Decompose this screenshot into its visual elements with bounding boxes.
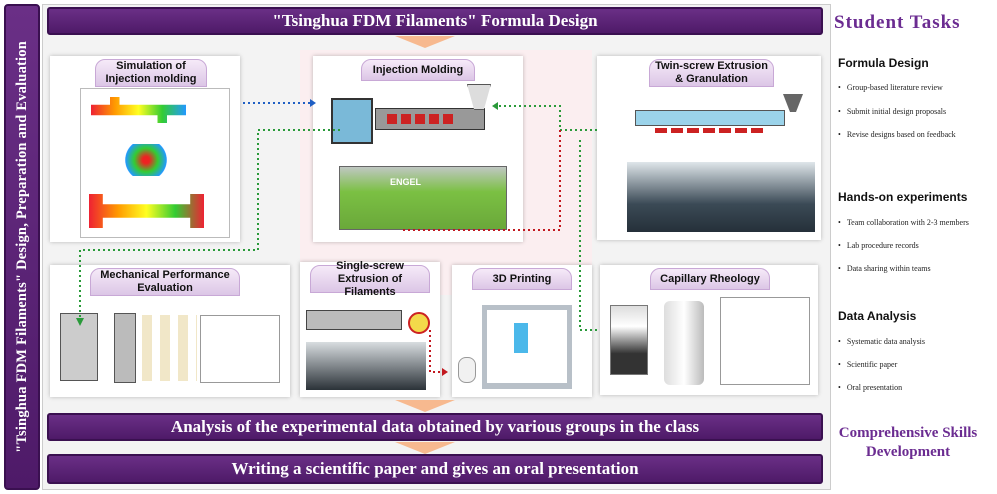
single-to-printing-line bbox=[429, 330, 442, 373]
panel-rheology: Capillary Rheology bbox=[600, 265, 818, 395]
printer-frame bbox=[482, 305, 572, 389]
capillary-die bbox=[664, 301, 704, 385]
mold bbox=[331, 98, 373, 144]
panel-mechanical: Mechanical Performance Evaluation bbox=[50, 265, 290, 397]
panel-title-3d-printing: 3D Printing bbox=[472, 268, 572, 290]
injection-to-mechanical-line bbox=[79, 129, 340, 320]
task-item: Submit initial design proposals bbox=[838, 107, 946, 116]
top-bar-text: "Tsinghua FDM Filaments" Formula Design bbox=[272, 11, 598, 30]
task-item: Team collaboration with 2-3 members bbox=[838, 218, 969, 227]
twin-arrowhead bbox=[492, 102, 498, 110]
writing-bar-text: Writing a scientific paper and gives an … bbox=[231, 459, 639, 478]
down-arrow-top bbox=[395, 36, 455, 48]
down-arrow-mid bbox=[395, 400, 455, 412]
analysis-bar-text: Analysis of the experimental data obtain… bbox=[170, 417, 700, 436]
panel-title-twin-screw: Twin-screw Extrusion & Granulation bbox=[649, 59, 774, 87]
printing-arrowhead bbox=[442, 368, 448, 376]
panel-3d-printing: 3D Printing bbox=[452, 265, 592, 397]
top-bar: "Tsinghua FDM Filaments" Formula Design bbox=[47, 7, 823, 35]
mechanical-arrowhead bbox=[76, 318, 84, 326]
injection-machine-photo: ENGEL bbox=[339, 166, 507, 230]
skills-development-footer: Comprehensive Skills Development bbox=[838, 425, 978, 460]
panel-title-injection: Injection Molding bbox=[361, 59, 475, 81]
twin-barrel bbox=[635, 110, 785, 126]
analysis-bar: Analysis of the experimental data obtain… bbox=[47, 413, 823, 441]
stress-strain-plot bbox=[200, 315, 280, 383]
panel-injection: Injection Molding ENGEL bbox=[313, 56, 523, 242]
extruder-photo bbox=[306, 342, 426, 390]
student-tasks-title: Student Tasks bbox=[834, 12, 961, 33]
tensile-tester bbox=[60, 313, 98, 381]
filament-roll bbox=[458, 357, 476, 383]
task-item: Revise designs based on feedback bbox=[838, 130, 956, 139]
task-item: Data sharing within teams bbox=[838, 264, 931, 273]
twin-to-injection-line bbox=[498, 105, 597, 131]
print-head bbox=[514, 323, 528, 353]
task-item: Systematic data analysis bbox=[838, 337, 925, 346]
down-arrow-bottom bbox=[395, 442, 455, 454]
simulation-image bbox=[80, 88, 230, 238]
section-heading-formula: Formula Design bbox=[838, 56, 929, 70]
panel-single-screw: Single-screw Extrusion of Filaments bbox=[300, 260, 440, 397]
twin-to-rheology-line bbox=[579, 140, 598, 331]
task-item: Oral presentation bbox=[838, 383, 902, 392]
twin-screw-photo bbox=[627, 162, 815, 232]
panel-title-mechanical: Mechanical Performance Evaluation bbox=[90, 268, 240, 296]
panel-simulation: Simulation of Injection molding bbox=[50, 56, 240, 242]
filament-spool bbox=[408, 312, 430, 334]
single-screw-schematic bbox=[306, 310, 402, 330]
grip bbox=[114, 313, 136, 383]
task-item: Group-based literature review bbox=[838, 83, 943, 92]
rheometer bbox=[610, 305, 648, 375]
sim-arrowhead bbox=[310, 99, 316, 107]
dogbone-specimens bbox=[142, 315, 197, 381]
twin-screw-schematic bbox=[615, 90, 815, 150]
section-heading-analysis: Data Analysis bbox=[838, 309, 917, 323]
task-item: Lab procedure records bbox=[838, 241, 919, 250]
task-item: Scientific paper bbox=[838, 360, 897, 369]
section-heading-hands-on: Hands-on experiments bbox=[838, 190, 968, 204]
panel-title-simulation: Simulation of Injection molding bbox=[95, 59, 207, 87]
side-banner: "Tsinghua FDM Filaments" Design, Prepara… bbox=[4, 4, 40, 490]
machine-brand-label: ENGEL bbox=[390, 177, 422, 187]
injection-schematic bbox=[325, 84, 515, 164]
twin-heaters bbox=[655, 128, 765, 133]
panel-title-rheology: Capillary Rheology bbox=[650, 268, 770, 290]
heaters bbox=[387, 114, 457, 124]
panel-twin-screw: Twin-screw Extrusion & Granulation bbox=[597, 56, 821, 240]
viscosity-plot bbox=[720, 297, 810, 385]
writing-bar: Writing a scientific paper and gives an … bbox=[47, 454, 823, 484]
twin-to-single-line bbox=[400, 130, 561, 231]
sim-part-2 bbox=[116, 144, 176, 176]
